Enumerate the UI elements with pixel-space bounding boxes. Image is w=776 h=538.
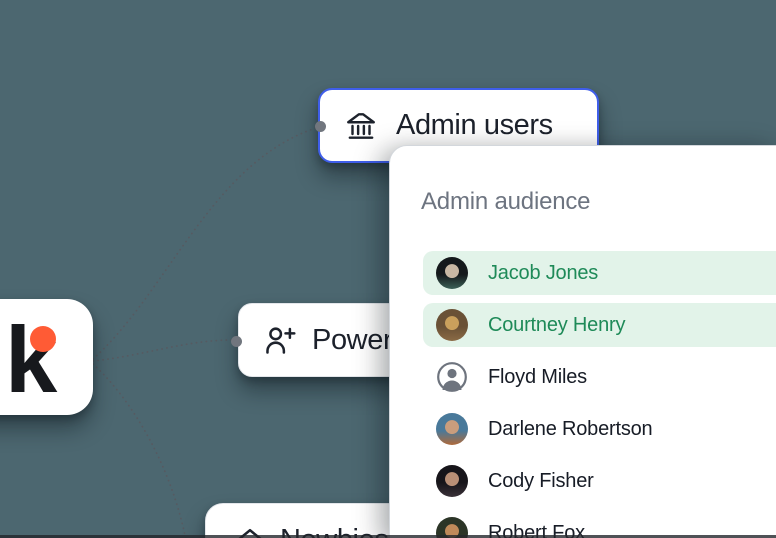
list-item[interactable]: Courtney Henry [423,303,776,347]
list-item[interactable]: Cody Fisher [423,459,776,503]
user-name: Darlene Robertson [488,417,653,440]
screenshot-bottom-edge [0,535,776,538]
user-list: Jacob Jones Courtney Henry [423,251,776,538]
node-label: Newbies [280,524,389,538]
user-name: Cody Fisher [488,469,594,492]
avatar [436,413,468,445]
avatar [436,517,468,538]
avatar [436,309,468,341]
user-name: Floyd Miles [488,365,587,388]
node-label: Admin users [396,109,553,141]
brand-node[interactable]: k [0,299,93,415]
list-item[interactable]: Darlene Robertson [423,407,776,451]
list-item[interactable]: Floyd Miles [423,355,776,399]
power-connector-dot [231,336,242,347]
user-name: Robert Fox [488,521,585,538]
connector-to-newbies [92,363,187,538]
connector-to-power-users [92,339,233,362]
list-item[interactable]: Robert Fox [423,511,776,538]
user-name: Jacob Jones [488,261,599,284]
admin-audience-panel: Admin audience Jacob Jones [389,145,776,538]
connector-to-admin-users [92,127,317,360]
user-placeholder-icon [437,362,467,392]
panel-title: Admin audience [421,188,591,215]
admin-connector-dot [315,121,326,132]
avatar [436,257,468,289]
user-plus-icon [266,326,296,354]
bank-icon [347,112,375,139]
brand-orange-dot [30,326,56,352]
avatar [436,465,468,497]
list-item[interactable]: Jacob Jones [423,251,776,295]
user-name: Courtney Henry [488,313,626,336]
